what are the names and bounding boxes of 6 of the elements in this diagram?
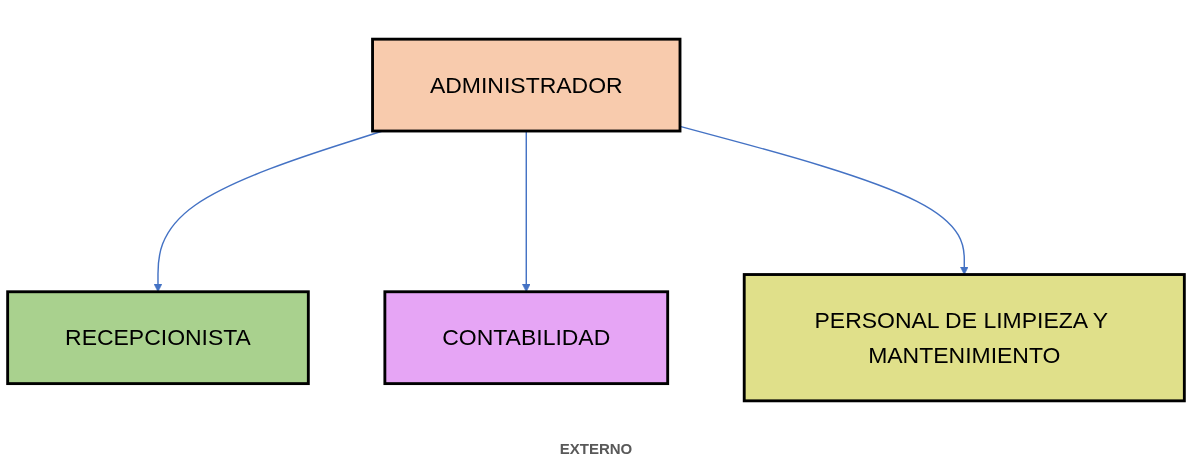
node-box: ADMINISTRADOR bbox=[371, 37, 682, 133]
note-text: EXTERNO bbox=[559, 440, 633, 457]
node-box: RECEPCIONISTA bbox=[6, 290, 310, 386]
arrow bbox=[679, 125, 969, 275]
node-box: CONTABILIDAD bbox=[383, 290, 670, 386]
node-box: PERSONAL DE LIMPIEZA Y MANTENIMIENTO bbox=[742, 273, 1186, 403]
